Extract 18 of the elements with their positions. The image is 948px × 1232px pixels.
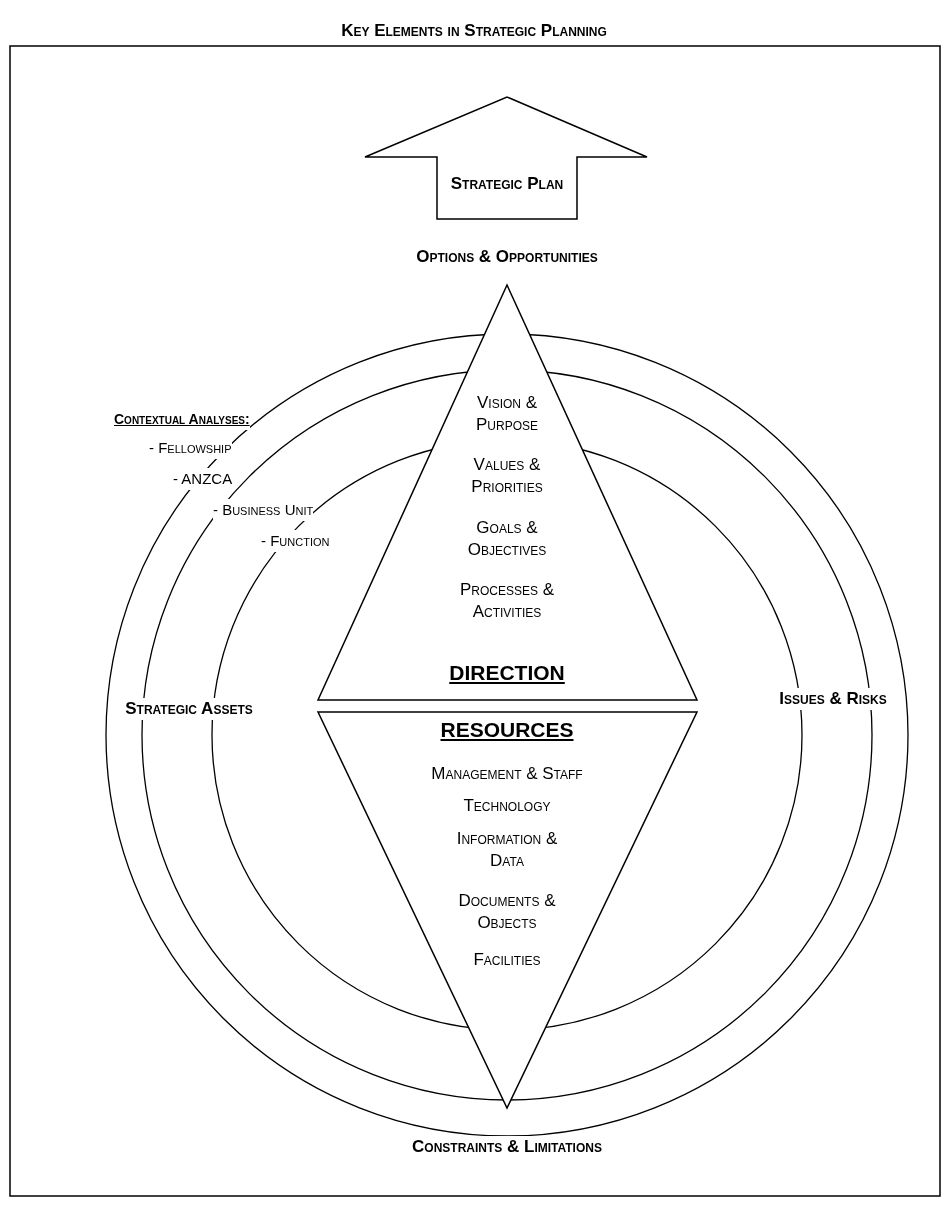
heading: DIRECTION xyxy=(448,662,566,684)
item-text: Vision & Purpose xyxy=(475,392,539,436)
item-text: Processes & Activities xyxy=(458,579,556,623)
side-label: Issues & Risks xyxy=(779,688,887,710)
item-text: Technology xyxy=(462,795,552,817)
arrow-label: Strategic Plan xyxy=(449,173,565,195)
list-item: - ANZCA xyxy=(173,468,233,490)
item-text: Values & Priorities xyxy=(470,454,544,498)
title: Key Elements in Strategic Planning xyxy=(340,20,608,42)
side-label: Strategic Assets xyxy=(125,698,253,720)
heading: RESOURCES xyxy=(439,719,575,741)
item-text: Documents & Objects xyxy=(457,890,557,934)
item-text: Information & Data xyxy=(455,828,559,872)
list-item: - Function xyxy=(261,530,330,552)
list-item: - Business Unit xyxy=(213,499,314,521)
item-text: Management & Staff xyxy=(430,763,584,785)
item-text: Facilities xyxy=(472,949,542,971)
item-text: Goals & Objectives xyxy=(466,517,548,561)
